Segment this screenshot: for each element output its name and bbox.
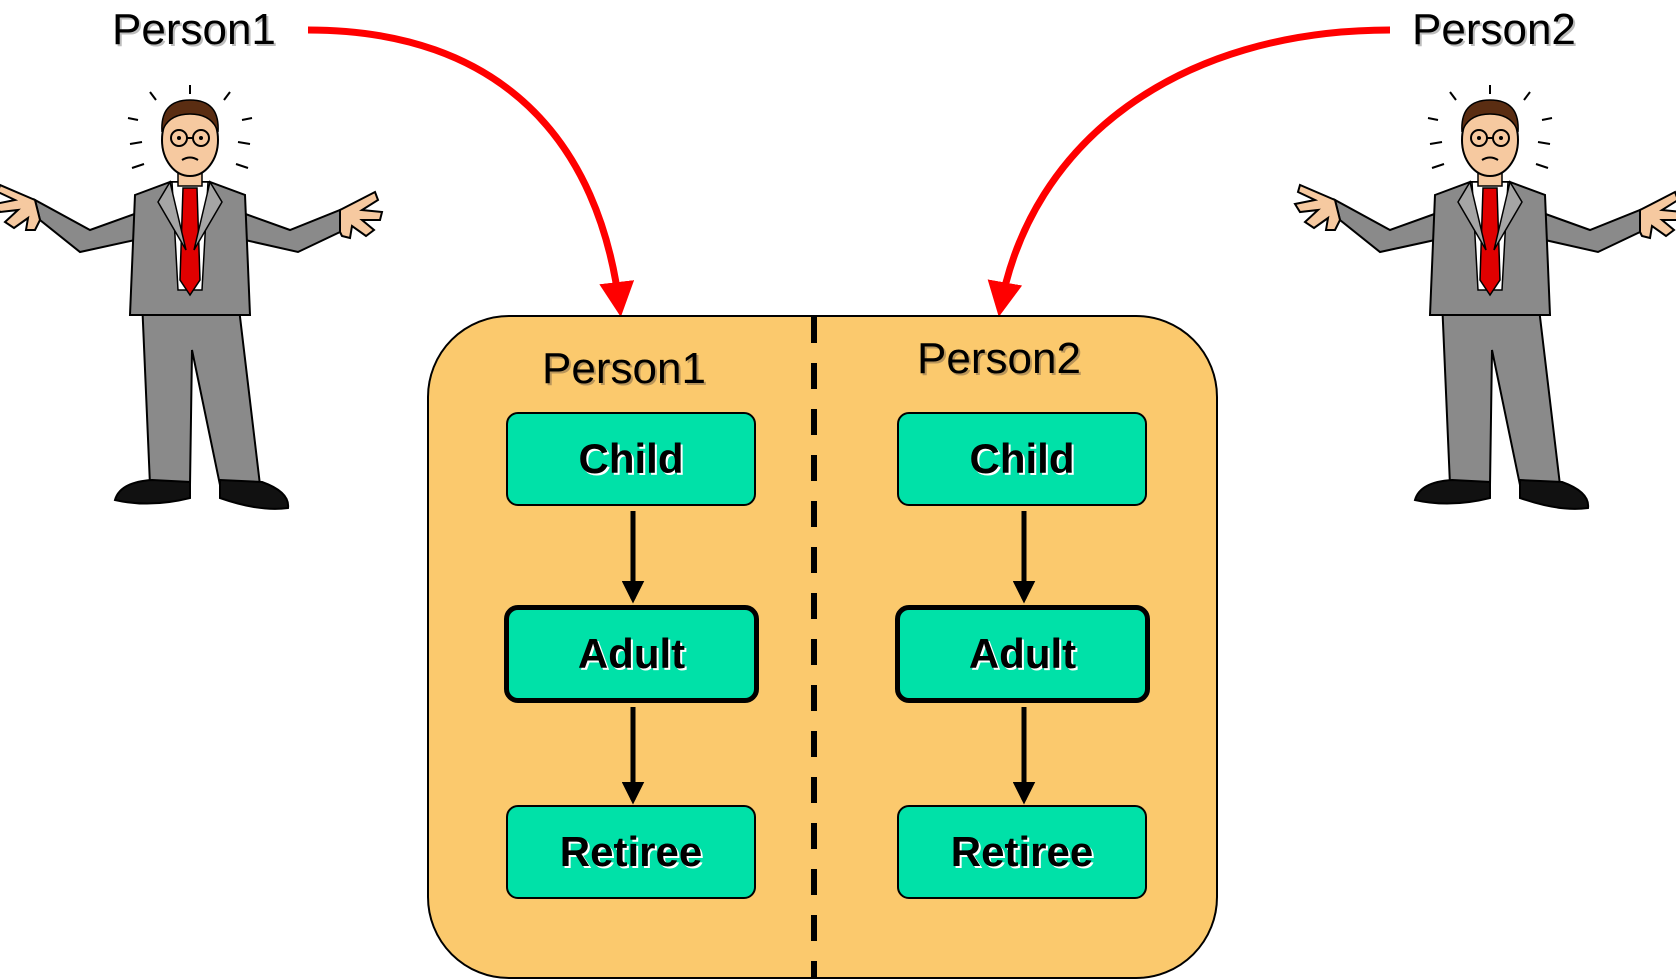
person1-state-retiree: Retiree	[506, 805, 756, 899]
person1-column-title: Person1	[542, 344, 706, 393]
person2-state-child: Child	[897, 412, 1147, 506]
diagram-canvas	[0, 26, 1676, 510]
person2-pointer-arrow	[987, 26, 1391, 317]
panel-connectors	[621, 317, 1036, 977]
state-panel: Person1 Person2 Child Adult Retiree Chil…	[427, 315, 1218, 979]
person1-label: Person1	[112, 5, 276, 54]
person1-state-adult: Adult	[504, 605, 759, 703]
person2-state-adult: Adult	[895, 605, 1150, 703]
person2-column-title: Person2	[917, 334, 1081, 383]
person1-pointer-arrow	[307, 26, 635, 317]
person2-state-retiree: Retiree	[897, 805, 1147, 899]
person2-figure-icon	[1294, 84, 1676, 510]
person2-label: Person2	[1412, 5, 1576, 54]
person1-figure-icon	[0, 84, 383, 510]
person1-state-child: Child	[506, 412, 756, 506]
